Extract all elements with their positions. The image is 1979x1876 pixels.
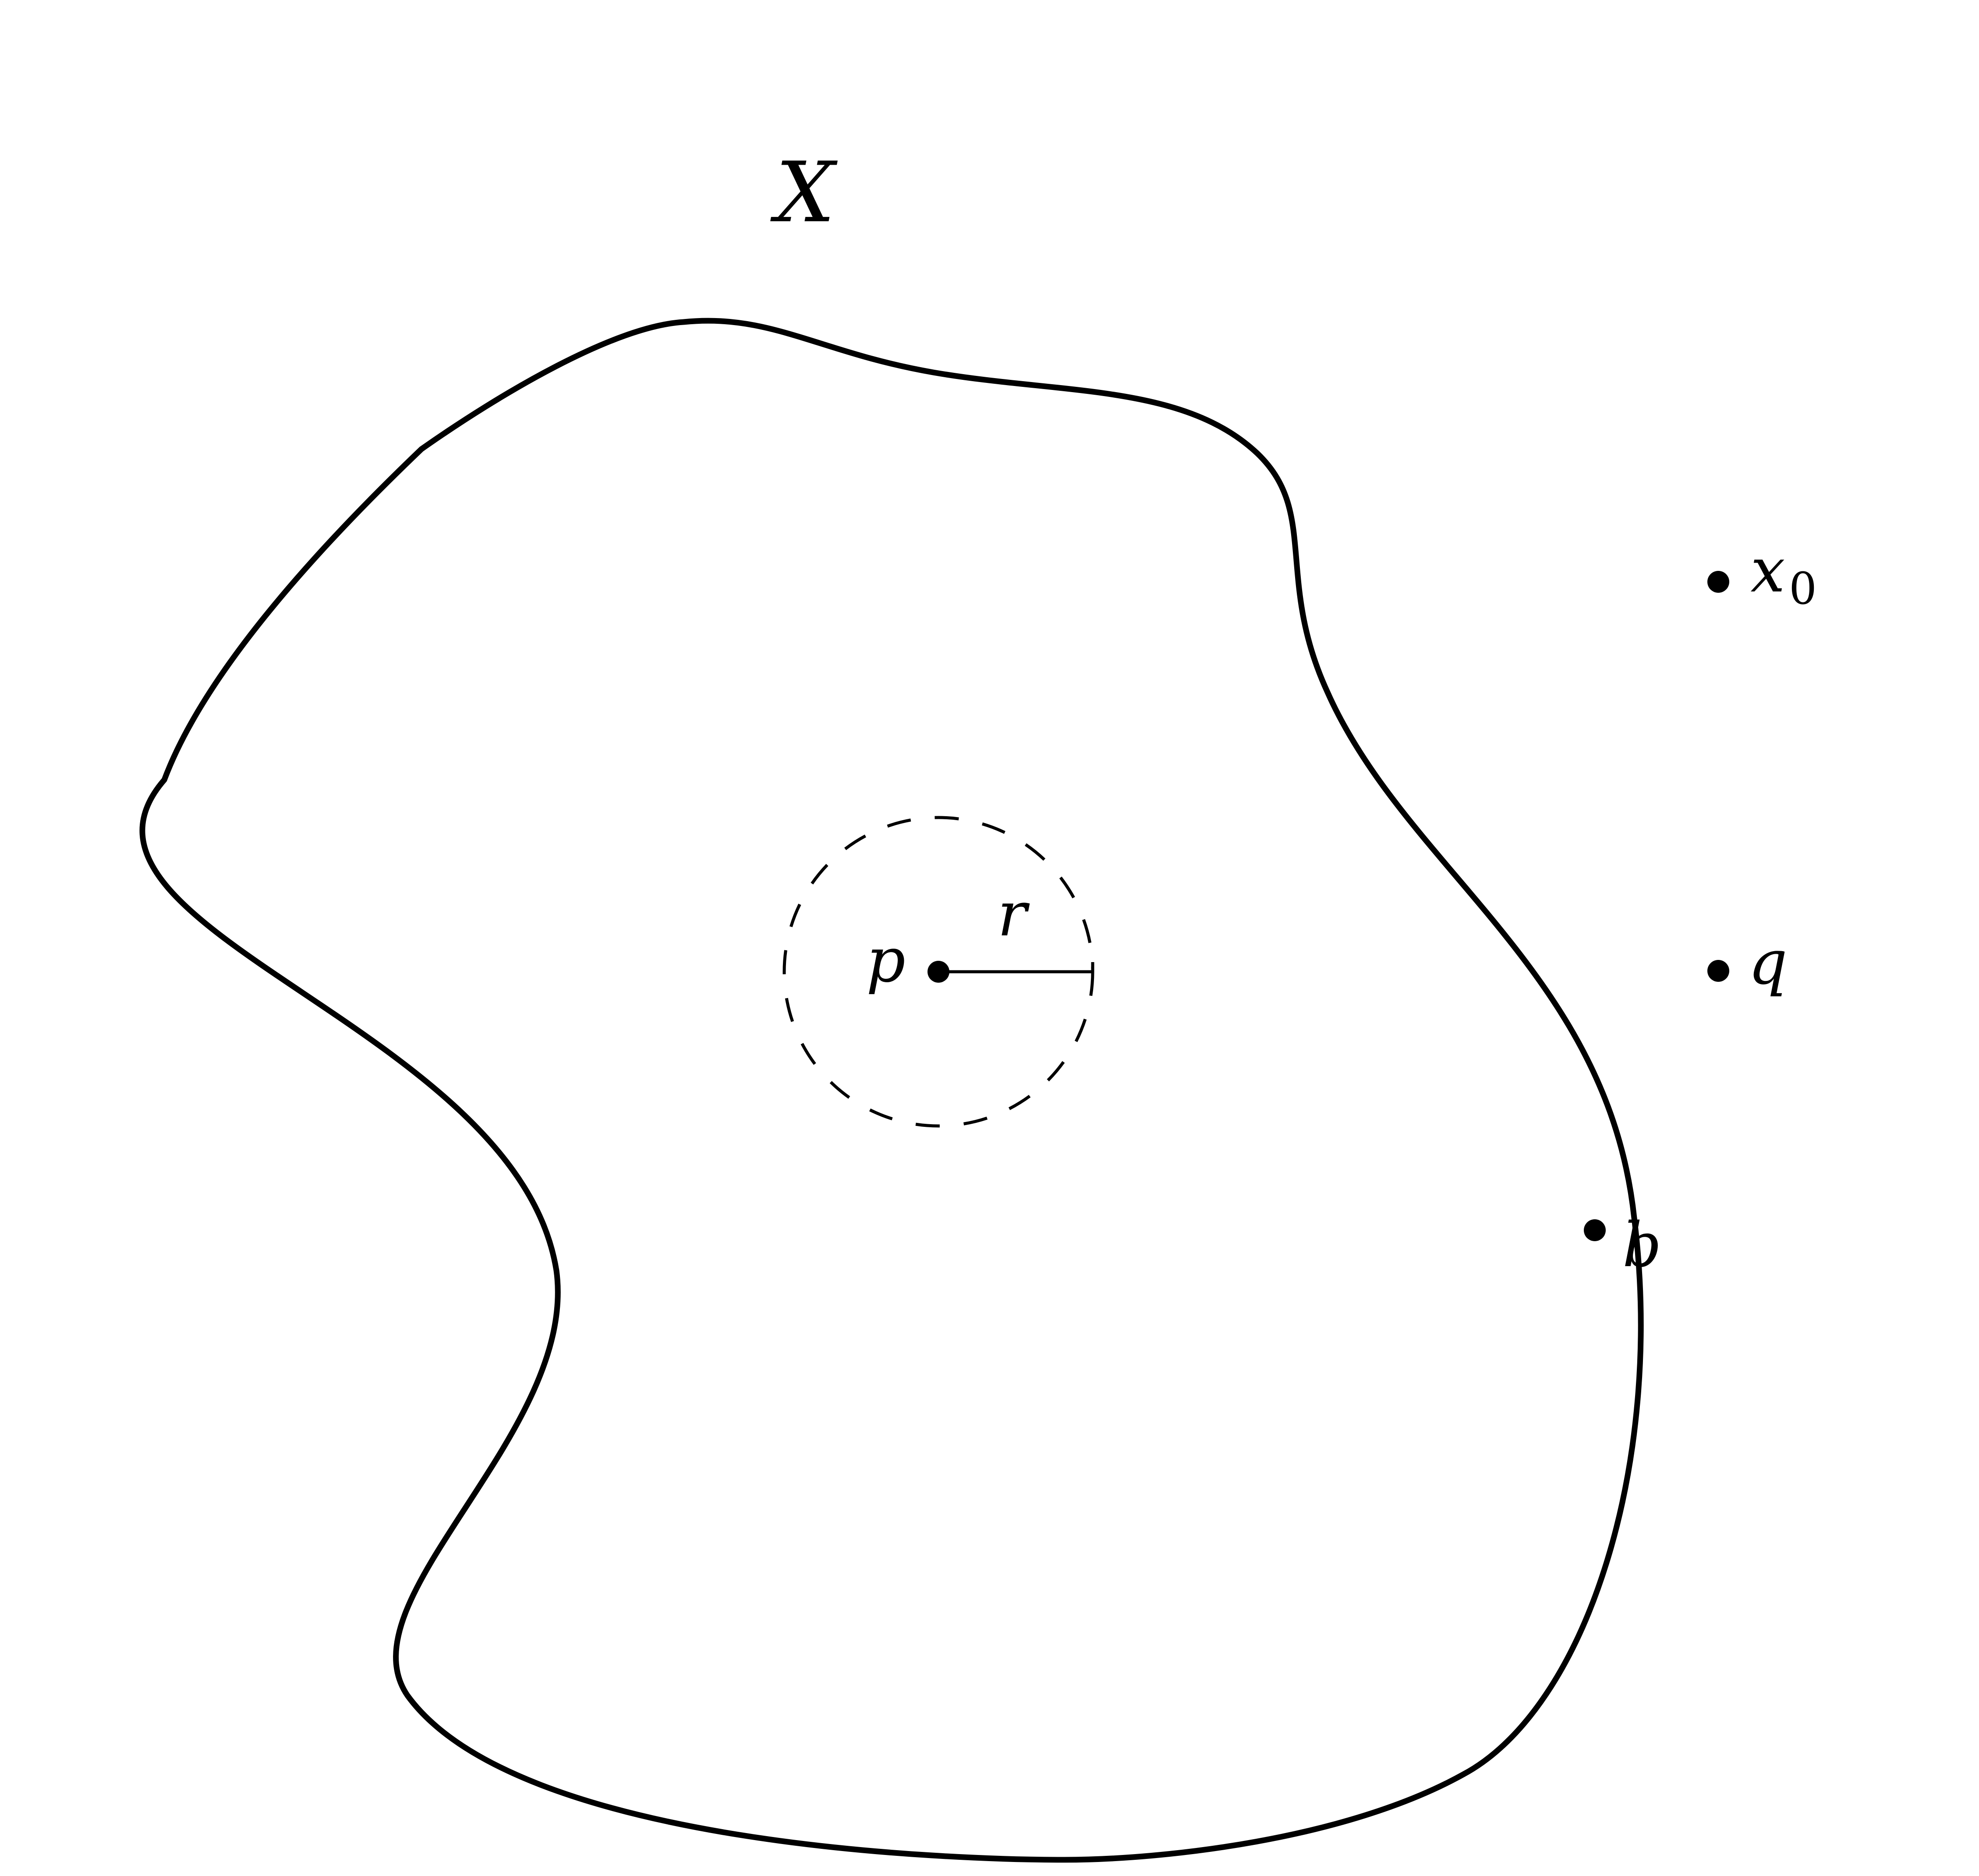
set-label: X xyxy=(770,144,838,241)
outside-point-x0-main: x xyxy=(1751,535,1785,606)
point-q xyxy=(1707,960,1729,982)
outside-point-q-label: q xyxy=(1748,927,1788,998)
region-x-boundary xyxy=(139,318,1644,1863)
outside-point-x0-subscript: 0 xyxy=(1789,563,1817,614)
point-b xyxy=(1584,1219,1606,1241)
point-p xyxy=(928,961,949,983)
point-x0 xyxy=(1707,571,1729,593)
boundary-point-label: b xyxy=(1622,1210,1662,1281)
center-point-label: p xyxy=(866,925,906,996)
radius-label: r xyxy=(998,879,1030,950)
outside-point-x0-label: x 0 xyxy=(1751,535,1817,614)
